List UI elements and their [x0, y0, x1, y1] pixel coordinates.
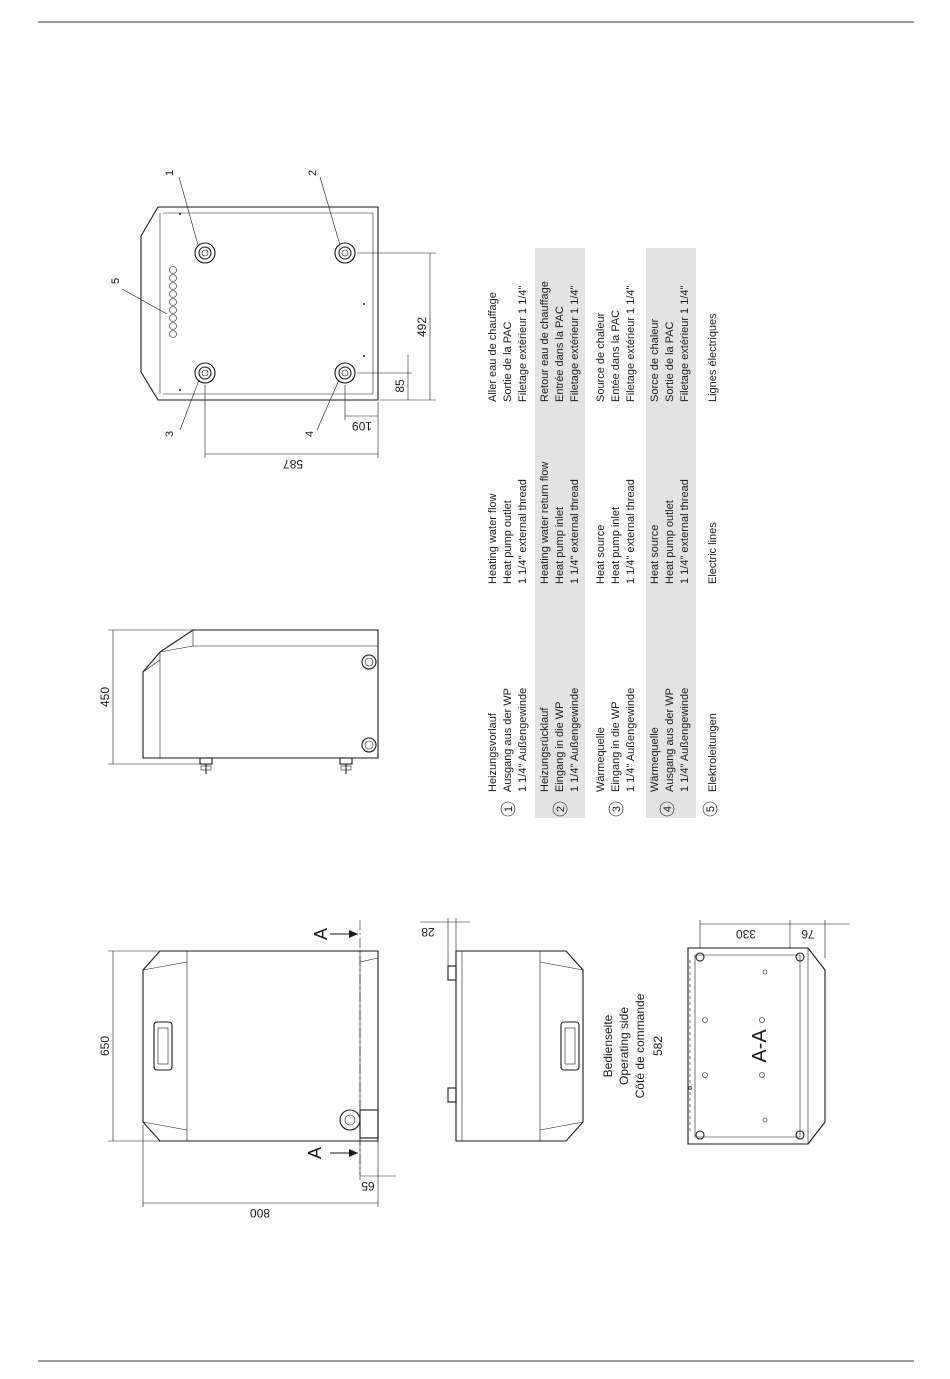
legend-num-1: 1	[503, 806, 515, 812]
legend-3-fr-0: Source de chaleur	[595, 312, 607, 402]
section-marker-bottom: A	[305, 1147, 325, 1159]
dim-76: 76	[801, 927, 815, 941]
legend-2-fr-1: Entrée dans la PAC	[554, 306, 566, 402]
callout-4: 4	[304, 431, 316, 437]
legend-3-fr-1: Entée dans la PAC	[610, 310, 622, 402]
legend-shade-4	[646, 248, 696, 818]
legend-shade-2	[535, 248, 585, 818]
legend-2-fr-0: Retour eau de chauffage	[539, 281, 551, 402]
legend-4-en-2: 1 1/4" external thread	[679, 479, 691, 584]
legend-2-de-1: Eingang in die WP	[554, 702, 566, 793]
legend-4-fr-0: Sorce de chaleur	[649, 319, 661, 402]
legend-1-en-0: Heating water flow	[487, 493, 499, 584]
dim-330: 330	[736, 927, 756, 941]
legend-num-4: 4	[662, 806, 674, 812]
legend-3-de-1: Eingang in die WP	[610, 702, 622, 793]
legend-2-de-2: 1 1/4" Außengewinde	[569, 688, 581, 792]
dim-65: 65	[361, 1179, 375, 1193]
legend-5-de-0: Elektroleitungen	[707, 713, 719, 792]
top-view-dimensions	[204, 252, 436, 458]
port-3	[194, 362, 216, 384]
dim-582: 582	[651, 1036, 665, 1056]
callout-5: 5	[110, 278, 122, 284]
section-label: A-A	[749, 1029, 771, 1063]
operating-side-label: Bedienseite Operating side Côté de comma…	[601, 993, 647, 1098]
port-4	[334, 362, 356, 384]
legend-1-de-2: 1 1/4" Außengewinde	[517, 688, 529, 792]
legend-3-en-2: 1 1/4" external thread	[625, 479, 637, 584]
port-2	[334, 242, 356, 264]
top-callouts: 1 2 3 4 5	[110, 170, 319, 437]
legend-row-1: Heizungsvorlauf Ausgang aus der WP 1 1/4…	[487, 285, 529, 792]
legend-row-4: Wärmequelle Ausgang aus der WP 1 1/4" Au…	[649, 285, 691, 792]
dim-28: 28	[421, 925, 435, 939]
legend-4-de-0: Wärmequelle	[649, 727, 661, 792]
side-view	[108, 629, 379, 774]
legend-num-3: 3	[611, 806, 623, 812]
legend-1-de-0: Heizungsvorlauf	[487, 712, 499, 792]
front-handle	[153, 1021, 173, 1071]
legend-5-en-0: Electric lines	[707, 522, 719, 584]
operating-side-de: Bedienseite	[601, 1014, 615, 1077]
legend-1-fr-0: Aller eau de chauffage	[487, 292, 499, 402]
callout-1: 1	[164, 170, 176, 176]
middle-view	[420, 918, 584, 1142]
front-view	[108, 920, 396, 1207]
legend-3-de-2: 1 1/4" Außengewinde	[625, 688, 637, 792]
legend-3-en-0: Heat source	[595, 525, 607, 584]
legend-4-fr-1: Sortie de la PAC	[664, 321, 676, 402]
legend-3-fr-2: Filetage extérieur 1 1/4"	[625, 285, 637, 402]
dim-492: 492	[415, 317, 429, 337]
legend-3-en-1: Heat pump inlet	[610, 507, 622, 584]
dim-109: 109	[352, 419, 372, 433]
dim-650: 650	[98, 1036, 112, 1056]
legend-row-2: Heizungsrücklauf Eingang in die WP 1 1/4…	[539, 281, 581, 792]
legend-num-5: 5	[705, 806, 717, 812]
legend-numbers: 1 2 3 4 5	[500, 801, 718, 817]
top-view	[121, 176, 379, 431]
legend-2-en-1: Heat pump inlet	[554, 507, 566, 584]
section-marker-top: A	[311, 928, 331, 940]
legend-5-fr-0: Lignes électriques	[707, 313, 719, 402]
legend-4-en-1: Heat pump outlet	[664, 500, 676, 584]
legend-4-de-2: 1 1/4" Außengewinde	[679, 688, 691, 792]
callout-3: 3	[164, 431, 176, 437]
legend-row-3: Wärmequelle Eingang in die WP 1 1/4" Auß…	[595, 285, 637, 792]
legend-row-5: Elektroleitungen Electric lines Lignes é…	[707, 313, 719, 792]
legend-num-2: 2	[555, 806, 567, 812]
legend-4-en-0: Heat source	[649, 525, 661, 584]
legend-table: 1 2 3 4 5 Heizungsvorlauf Ausgang aus de…	[487, 248, 719, 818]
section-a-a	[687, 920, 850, 1145]
operating-side-en: Operating side	[617, 1007, 631, 1085]
legend-1-de-1: Ausgang aus der WP	[502, 688, 514, 792]
dim-85: 85	[393, 379, 407, 393]
cable-glands	[169, 266, 177, 338]
dim-587: 587	[283, 457, 303, 471]
port-1	[194, 242, 216, 264]
operating-side-fr: Côté de commande	[633, 993, 647, 1098]
legend-2-de-0: Heizungsrücklauf	[539, 707, 551, 792]
legend-1-en-2: 1 1/4" external thread	[517, 479, 529, 584]
dim-450: 450	[98, 687, 112, 707]
legend-2-fr-2: Filetage extérieur 1 1/4"	[569, 285, 581, 402]
legend-3-de-0: Wärmequelle	[595, 727, 607, 792]
legend-4-fr-2: Filetage extérieur 1 1/4"	[679, 285, 691, 402]
dim-800: 800	[250, 1206, 270, 1220]
legend-1-fr-2: Filetage extérieur 1 1/4"	[517, 285, 529, 402]
legend-1-fr-1: Sortie de la PAC	[502, 321, 514, 402]
callout-2: 2	[307, 170, 319, 176]
legend-1-en-1: Heat pump outlet	[502, 500, 514, 584]
legend-2-en-0: Heating water return flow	[539, 462, 551, 584]
middle-handle	[560, 1021, 580, 1071]
legend-4-de-1: Ausgang aus der WP	[664, 688, 676, 792]
legend-2-en-2: 1 1/4" external thread	[569, 479, 581, 584]
